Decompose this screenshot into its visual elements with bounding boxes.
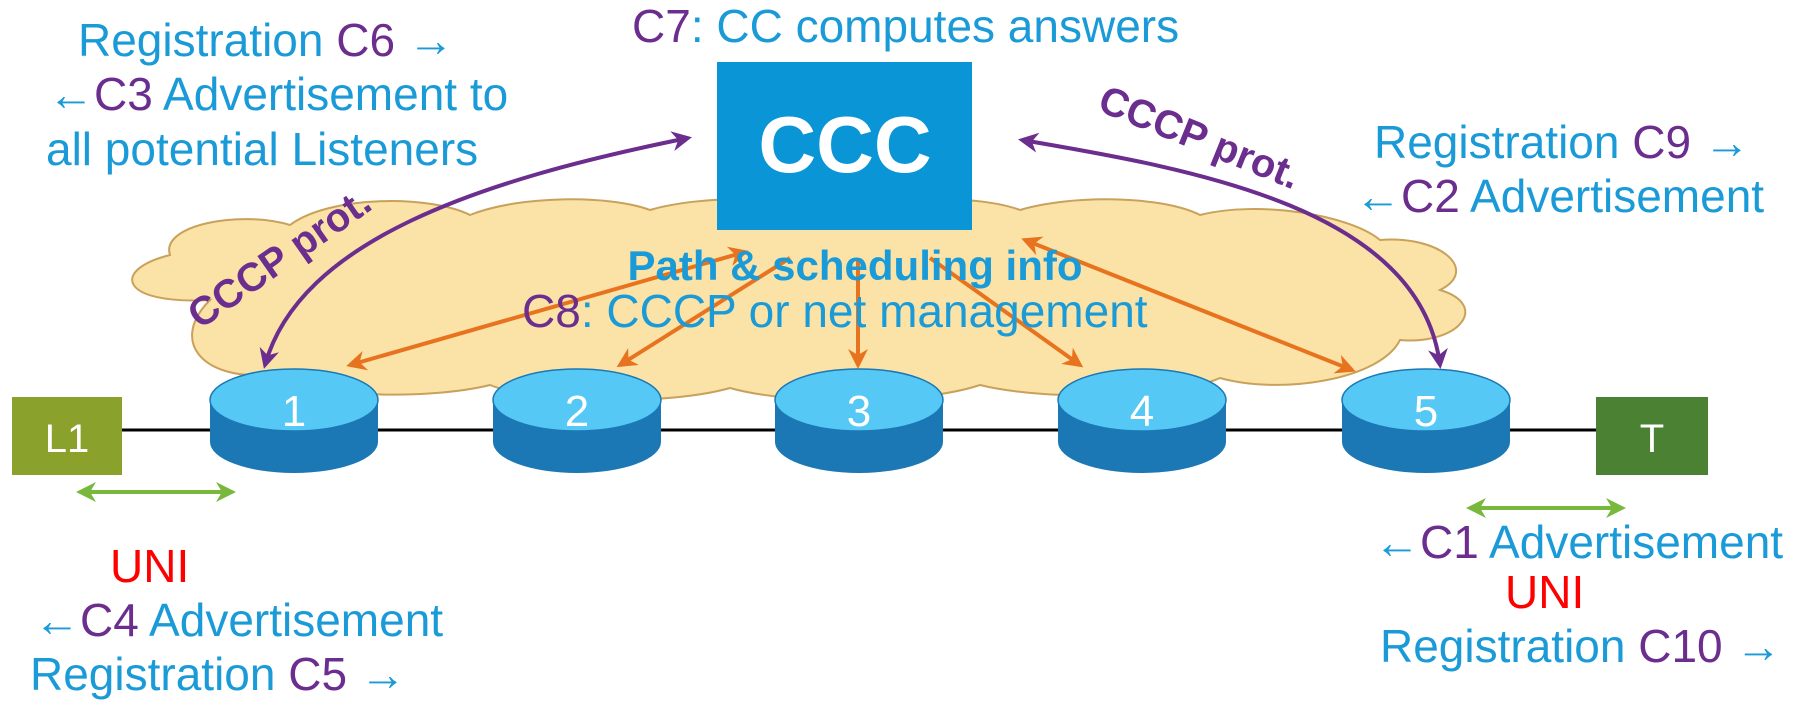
endpoint-t-box[interactable]: [1596, 397, 1708, 475]
router-4[interactable]: 4: [1057, 368, 1227, 473]
router-5-label: 5: [1414, 387, 1438, 436]
router-4-label: 4: [1130, 387, 1154, 436]
ccc-label: CCC: [758, 100, 931, 189]
cccp-label-right: CCCP prot.: [1093, 78, 1307, 198]
router-3-label: 3: [847, 387, 871, 436]
left-advertisement-c4: ←C4 Advertisement: [34, 594, 443, 646]
endpoint-l1-box[interactable]: [12, 397, 122, 475]
purple-arrow-right: [1018, 132, 1448, 369]
left-registration-c6: Registration C6 →: [78, 14, 454, 66]
c8-label: C8: CCCP or net management: [522, 285, 1148, 337]
c7-label: C7: CC computes answers: [632, 0, 1179, 52]
router-1-label: 1: [282, 387, 306, 436]
right-registration-c9: Registration C9 →: [1374, 116, 1750, 168]
ccc-box[interactable]: [717, 62, 972, 230]
endpoint-l1-label: L1: [45, 417, 90, 461]
router-3[interactable]: 3: [774, 368, 944, 473]
left-uni-label: UNI: [110, 540, 189, 592]
router-2[interactable]: 2: [492, 368, 662, 473]
right-registration-c10: Registration C10 →: [1380, 620, 1781, 672]
left-advertisement-c3: ←C3 Advertisement to: [48, 68, 508, 120]
router-5[interactable]: 5: [1341, 368, 1511, 473]
left-registration-c5: Registration C5 →: [30, 648, 406, 700]
right-advertisement-c2: ←C2 Advertisement: [1355, 170, 1764, 222]
right-advertisement-c1: ←C1 Advertisement: [1374, 516, 1783, 568]
path-info-label: Path & scheduling info: [627, 242, 1082, 289]
endpoint-t-label: T: [1640, 417, 1664, 461]
router-1[interactable]: 1: [209, 368, 379, 473]
left-listeners-line: all potential Listeners: [46, 123, 478, 175]
right-uni-label: UNI: [1505, 566, 1584, 618]
router-2-label: 2: [565, 387, 589, 436]
purple-arrow-left: [259, 131, 692, 369]
